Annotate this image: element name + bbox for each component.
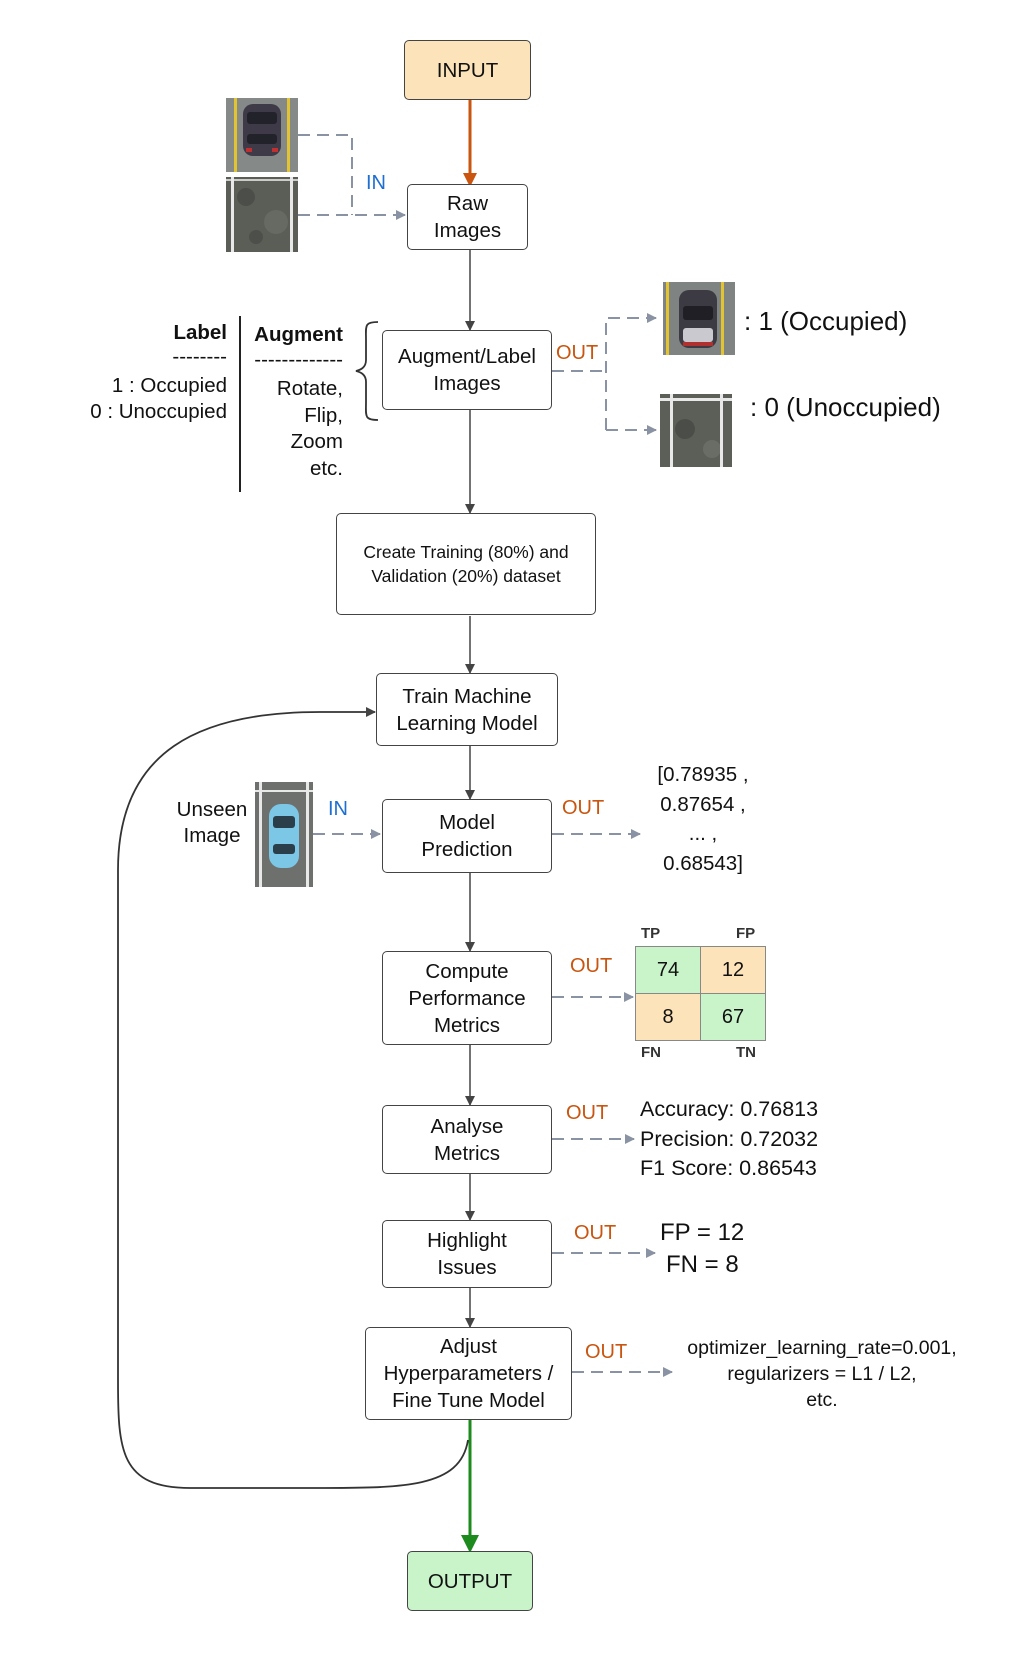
output-node-label: OUTPUT <box>427 1569 513 1593</box>
class-occupied: : 1 (Occupied) <box>744 306 908 336</box>
cm-tp-cell: 74 <box>635 946 701 994</box>
label-unoccupied: 0 : Unoccupied <box>90 400 227 423</box>
label-occupied: 1 : Occupied <box>111 374 227 397</box>
raw-images-label: Raw Images <box>433 192 502 242</box>
create-dataset-label: Create Training (80%) and Validation (20… <box>363 542 569 586</box>
cm-tp-label: TP <box>641 925 661 942</box>
out-label-augment: OUT <box>556 342 599 364</box>
occupied-example-image <box>663 282 735 355</box>
dashed-in-top <box>298 134 353 215</box>
augment-column-divider: ------------- <box>254 348 343 371</box>
label-column-divider: -------- <box>172 345 227 368</box>
adjust-node: Adjust Hyperparameters / Fine Tune Model <box>365 1327 572 1420</box>
out-label-adjust: OUT <box>585 1341 628 1363</box>
metrics-precision: Precision: 0.72032 <box>640 1127 819 1151</box>
label-column-title: Label <box>173 321 227 344</box>
out-label-highlight: OUT <box>574 1222 617 1244</box>
in-label-raw: IN <box>366 172 386 194</box>
train-model-label: Train Machine Learning Model <box>396 684 538 735</box>
cm-fn-cell: 8 <box>635 993 701 1041</box>
raw-empty-image <box>226 177 298 252</box>
input-node: INPUT <box>404 40 531 100</box>
raw-car-image <box>226 98 298 172</box>
compute-metrics-label: Compute Performance Metrics <box>408 959 526 1037</box>
augment-label-label: Augment/Label Images <box>398 345 536 395</box>
adjust-label: Adjust Hyperparameters / Fine Tune Model <box>383 1335 554 1412</box>
cm-tn-cell: 67 <box>700 993 766 1041</box>
cm-fp-cell: 12 <box>700 946 766 994</box>
cm-tn-label: TN <box>736 1044 756 1061</box>
highlight-issues-node: Highlight Issues <box>382 1220 552 1288</box>
feedback-loop-arrow <box>117 707 469 1489</box>
train-model-node: Train Machine Learning Model <box>376 673 558 746</box>
issues-fp: FP = 12 <box>660 1219 745 1246</box>
highlight-issues-label: Highlight Issues <box>427 1229 507 1279</box>
raw-images-node: Raw Images <box>407 184 528 250</box>
model-prediction-node: Model Prediction <box>382 799 552 873</box>
out-label-metrics: OUT <box>570 955 613 977</box>
compute-metrics-node: Compute Performance Metrics <box>382 951 552 1045</box>
create-dataset-node: Create Training (80%) and Validation (20… <box>336 513 596 615</box>
unoccupied-example-image <box>660 394 732 467</box>
metrics-f1: F1 Score: 0.86543 <box>640 1156 817 1180</box>
unseen-car-image <box>255 782 313 887</box>
cm-fn-label: FN <box>641 1044 661 1061</box>
hyperparams-output: optimizer_learning_rate=0.001, regulariz… <box>687 1337 957 1411</box>
cm-fp-label: FP <box>736 925 756 942</box>
out-label-prediction: OUT <box>562 797 605 819</box>
metrics-accuracy: Accuracy: 0.76813 <box>640 1097 819 1121</box>
model-prediction-label: Model Prediction <box>421 811 513 861</box>
prediction-output: [0.78935 , 0.87654 , ... , 0.68543] <box>657 763 749 875</box>
augment-column-title: Augment <box>254 323 343 346</box>
analyse-metrics-label: Analyse Metrics <box>430 1114 504 1165</box>
augment-ops: Rotate, Flip, Zoom etc. <box>276 377 343 480</box>
input-node-label: INPUT <box>436 58 499 82</box>
dashed-out-occupied <box>605 313 657 430</box>
unseen-image-label: Unseen Image <box>176 798 248 847</box>
augment-brace <box>355 321 379 421</box>
in-label-prediction: IN <box>328 798 348 820</box>
out-label-analyse: OUT <box>566 1102 609 1124</box>
output-node: OUTPUT <box>407 1551 533 1611</box>
issues-fn: FN = 8 <box>666 1251 739 1278</box>
augment-label-node: Augment/Label Images <box>382 330 552 410</box>
class-unoccupied: : 0 (Unoccupied) <box>750 392 941 422</box>
analyse-metrics-node: Analyse Metrics <box>382 1105 552 1174</box>
